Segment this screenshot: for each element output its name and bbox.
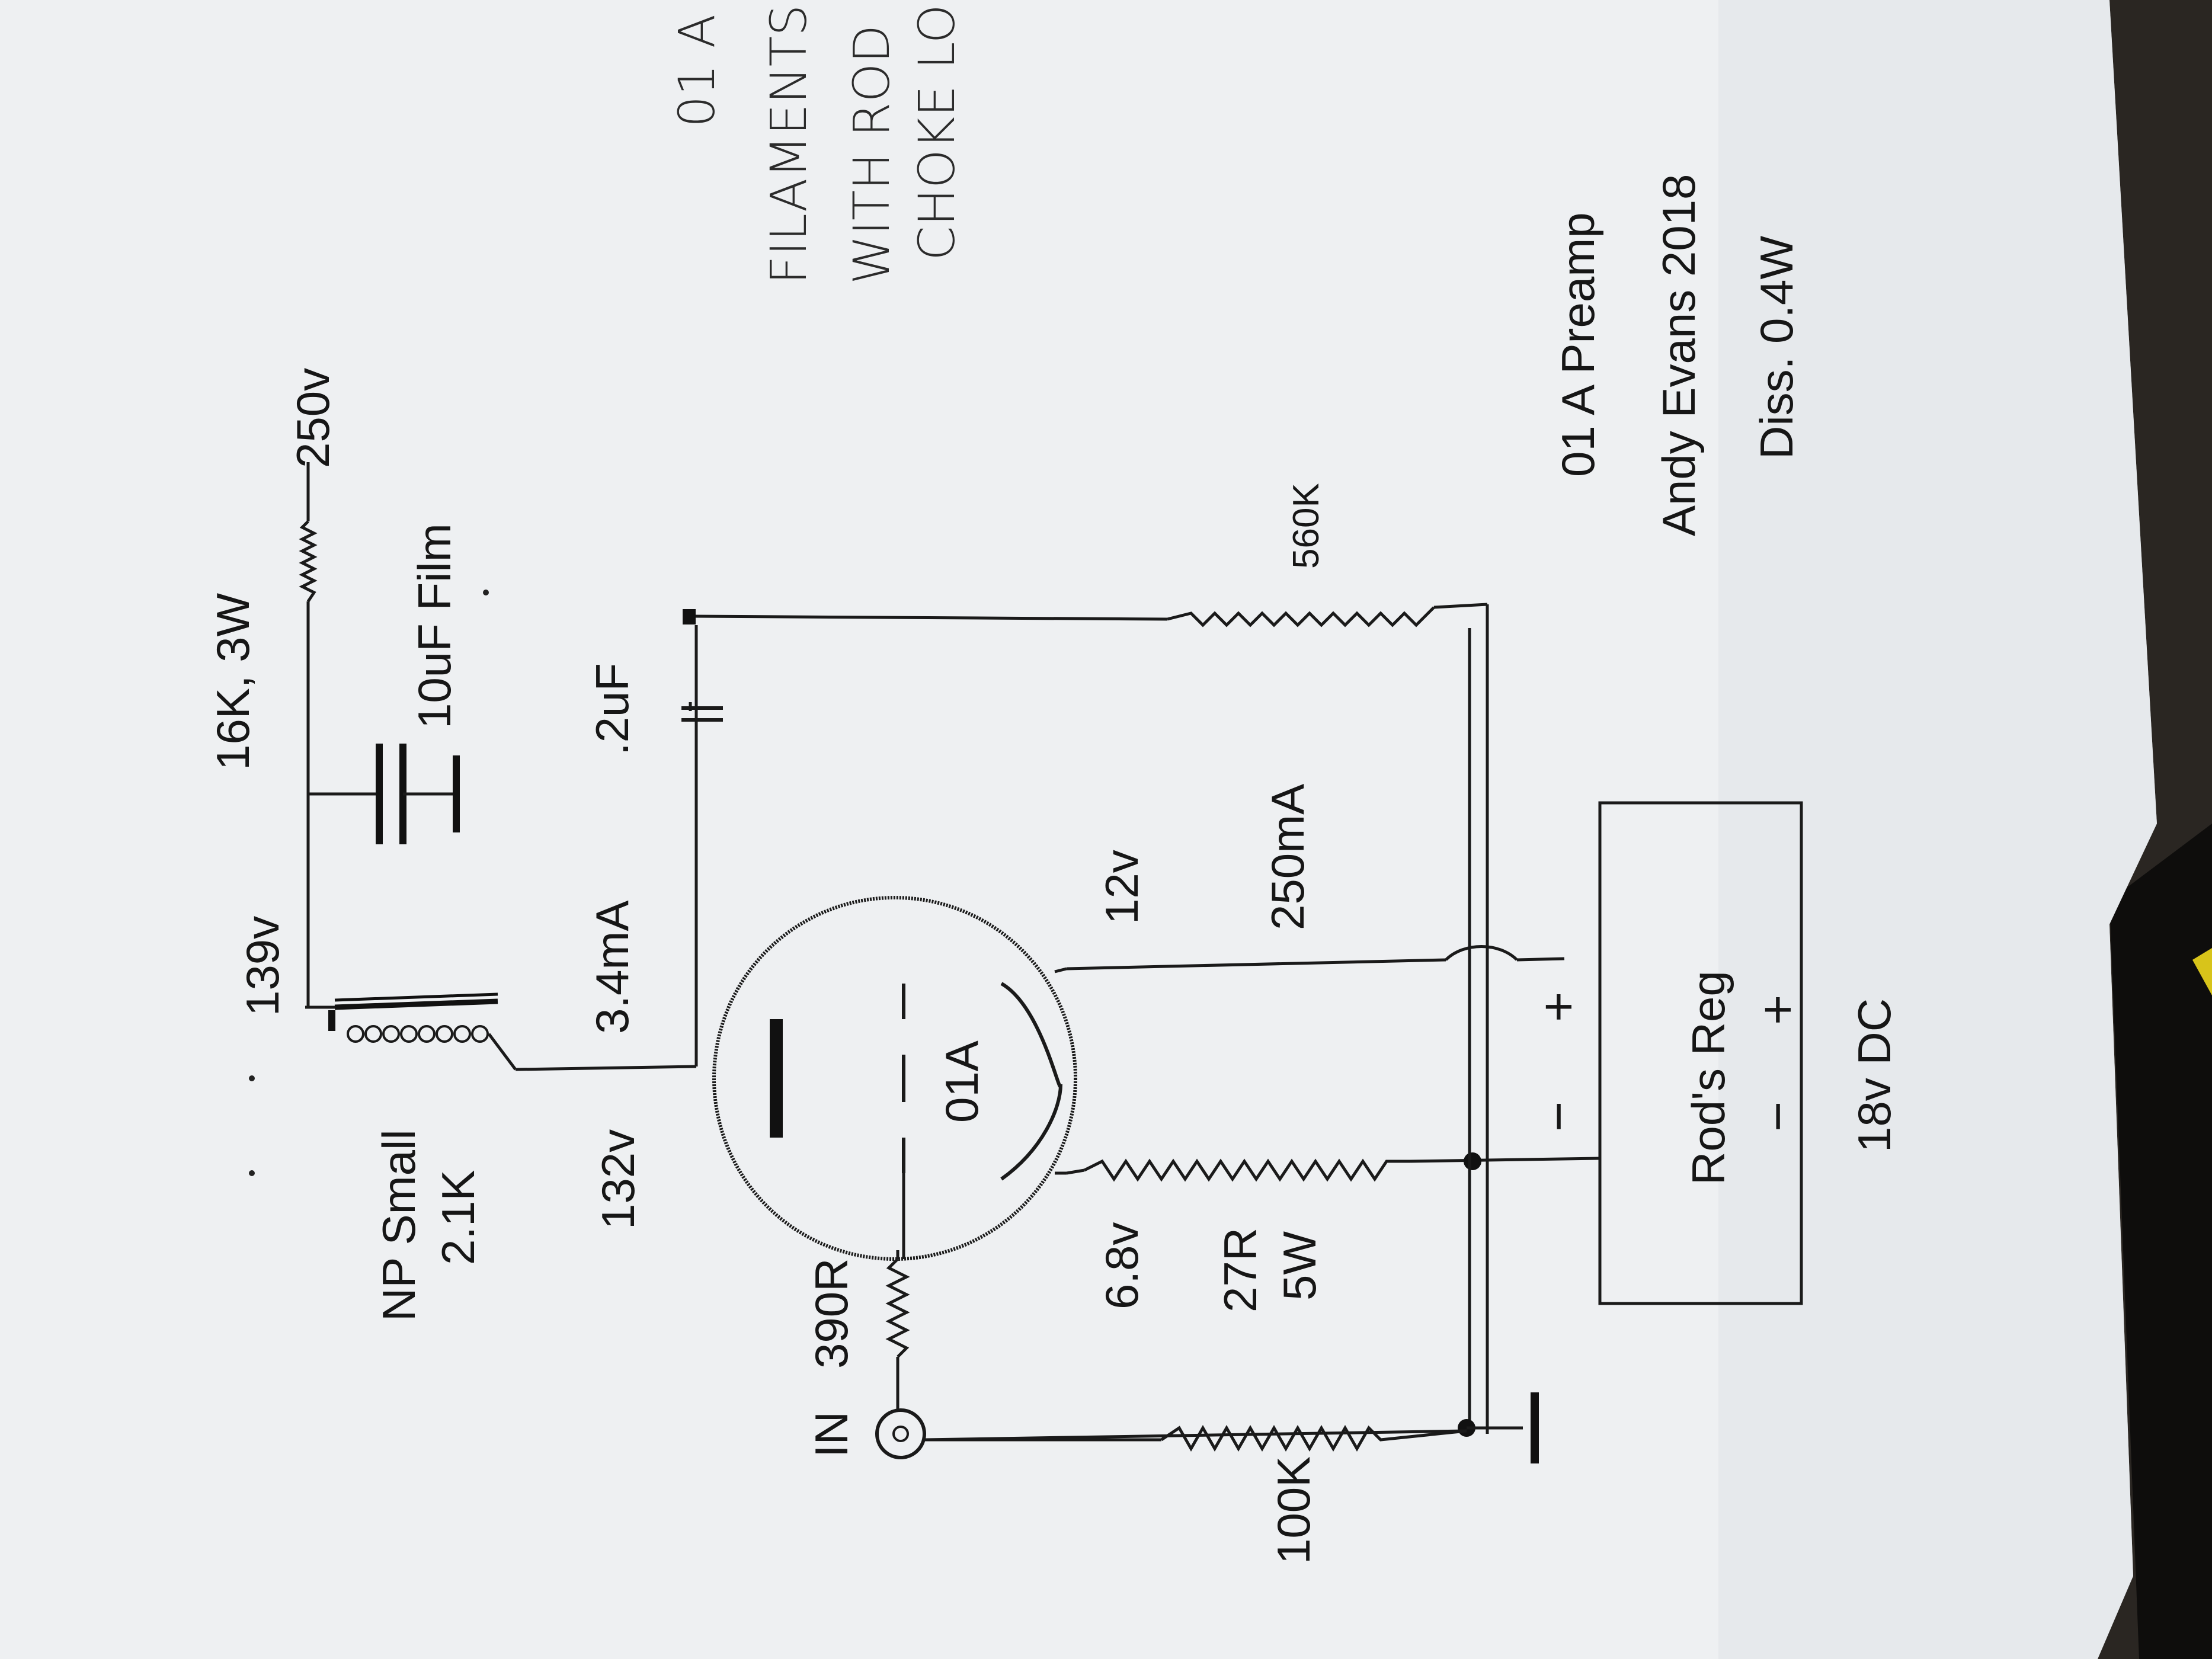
paper-sheet <box>0 0 2157 1659</box>
label-390r: 390R <box>805 1258 857 1369</box>
label-plus-bot: + <box>1748 995 1807 1025</box>
label-10uf-film: 10uF Film <box>408 523 460 729</box>
label-18v-dc: 18v DC <box>1848 998 1900 1152</box>
title-text: 01 A Preamp <box>1552 212 1604 477</box>
label-132v: 132v <box>592 1129 644 1229</box>
label-minus-top: − <box>1529 1101 1587 1132</box>
handwritten-line-4: CHOKE LO <box>908 4 966 261</box>
label-0-2uf: .2uF <box>586 663 638 755</box>
label-560k: 560K <box>1286 483 1327 569</box>
label-5w: 5W <box>1273 1231 1326 1301</box>
label-plus-top: + <box>1529 992 1587 1022</box>
label-250ma: 250mA <box>1262 784 1314 930</box>
handwritten-line-1: 01 A <box>668 14 726 127</box>
label-3-4ma: 3.4mA <box>586 901 638 1034</box>
label-6-8v: 6.8v <box>1096 1222 1148 1309</box>
label-in: IN <box>805 1411 857 1458</box>
schematic-wires <box>305 462 1803 1463</box>
resistors <box>299 520 1467 1452</box>
label-16k-3w: 16K, 3W <box>207 592 259 770</box>
label-100k: 100K <box>1267 1456 1320 1564</box>
label-250v: 250v <box>287 368 339 468</box>
author-text: Andy Evans 2018 <box>1653 174 1705 536</box>
label-np-small: NP Small <box>373 1129 425 1321</box>
label-rods-reg: Rod's Reg <box>1682 971 1734 1185</box>
dissipation-text: Diss. 0.4W <box>1750 236 1803 459</box>
choke-coil <box>347 1025 517 1071</box>
label-12v: 12v <box>1096 850 1148 924</box>
label-minus-bot: − <box>1748 1101 1807 1132</box>
handwritten-note: 01 A FILAMENTS WITH ROD CHOKE LO <box>668 4 966 284</box>
label-np-value: 2.1K <box>432 1170 484 1265</box>
label-139v: 139v <box>236 916 289 1016</box>
label-27r: 27R <box>1214 1228 1266 1312</box>
label-tube-01a: 01A <box>936 1040 988 1123</box>
handwritten-line-3: WITH ROD <box>843 25 901 284</box>
handwritten-line-2: FILAMENTS <box>760 5 818 284</box>
schematic-labels: 139v 16K, 3W 250v NP Small 2.1K 10uF Fil… <box>207 368 1900 1564</box>
title-block: 01 A Preamp Andy Evans 2018 Diss. 0.4W <box>1552 174 1803 536</box>
